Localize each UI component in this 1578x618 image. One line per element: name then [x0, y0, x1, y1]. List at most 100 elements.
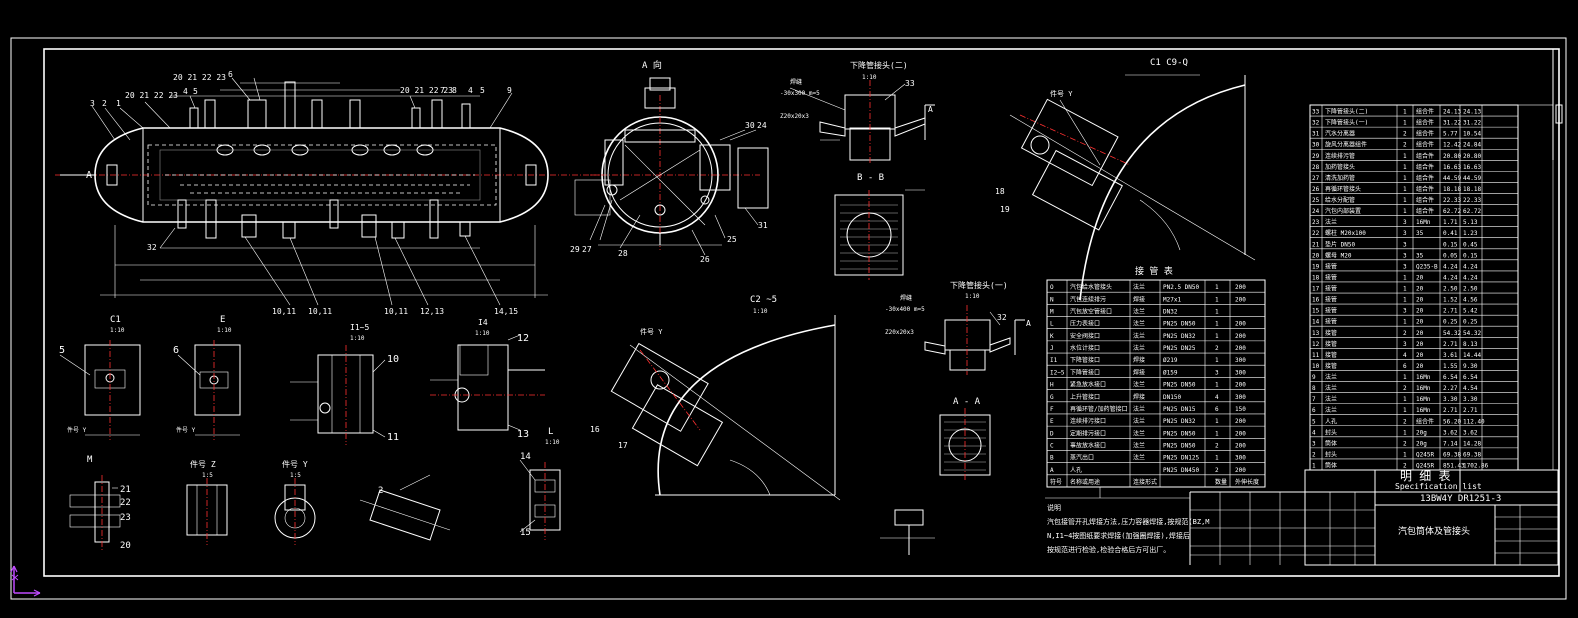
- svg-text:焊缝: 焊缝: [790, 78, 802, 86]
- detail-m: [69, 475, 121, 550]
- svg-text:A: A: [928, 105, 933, 114]
- parts-list-cell: 2.50: [1463, 286, 1478, 293]
- nozzle-table-cell: F: [1050, 406, 1054, 413]
- nozzle-detail-1: [924, 305, 1025, 375]
- parts-list-cell: 0.25: [1463, 319, 1478, 326]
- svg-text:33: 33: [905, 79, 915, 88]
- nozzle-table-cell: 1: [1215, 430, 1219, 437]
- detail-e-label: E: [220, 315, 225, 325]
- parts-list-cell: 接管: [1325, 262, 1337, 270]
- parts-list-cell: 2.71: [1443, 341, 1458, 348]
- parts-list-cell: 1: [1403, 120, 1407, 127]
- parts-list-cell: 20: [1416, 341, 1424, 348]
- parts-list-cell: Q245R: [1416, 463, 1434, 470]
- svg-text:6: 6: [228, 70, 233, 79]
- parts-list-cell: 1: [1403, 186, 1407, 193]
- parts-list-cell: 组合件: [1416, 163, 1434, 171]
- nozzle-table-cell: 法兰: [1133, 381, 1145, 389]
- ucs-icon: [10, 565, 41, 597]
- parts-list-cell: 54.32: [1463, 330, 1481, 337]
- parts-list-cell: 加药管接头: [1325, 163, 1355, 171]
- svg-text:A 向: A 向: [642, 59, 662, 71]
- parts-list-cell: 1: [1403, 407, 1407, 414]
- main-vessel-view: [55, 77, 600, 306]
- nozzle-table-cell: 法兰: [1133, 454, 1145, 462]
- parts-list-cell: 16Mn: [1416, 374, 1431, 381]
- nozzle-table-cell: PN2.5 DN50: [1163, 284, 1200, 291]
- parts-list-cell: 56.20: [1443, 418, 1461, 425]
- drawing-number: 13BW4Y DR1251-3: [1420, 494, 1501, 504]
- svg-text:23: 23: [120, 513, 131, 523]
- parts-list-cell: 旋风分离器组件: [1325, 141, 1367, 149]
- nozzle-table-cell: 名称或用途: [1070, 478, 1100, 486]
- parts-list-cell: 0.41: [1443, 230, 1458, 237]
- svg-text:9: 9: [507, 86, 512, 95]
- nozzle-table-cell: 200: [1235, 333, 1246, 340]
- parts-list-cell: 3: [1403, 341, 1407, 348]
- outer-frame: [10, 37, 1567, 600]
- svg-text:3: 3: [90, 99, 95, 108]
- view-c2-arc: [610, 315, 841, 501]
- section-aa-label: A - A: [953, 397, 981, 407]
- svg-text:17: 17: [618, 441, 628, 450]
- svg-text:件号 Y: 件号 Y: [176, 426, 196, 434]
- nozzle-table-cell: 200: [1235, 467, 1246, 474]
- parts-list-cell: 0.15: [1443, 241, 1458, 248]
- svg-text:10,11: 10,11: [272, 307, 296, 316]
- parts-list-cell: 筒体: [1325, 462, 1337, 470]
- svg-text:4: 4: [183, 87, 188, 96]
- svg-text:C2 ~5: C2 ~5: [750, 295, 777, 305]
- nozzle-table-cell: A: [1050, 467, 1054, 474]
- drawing-name: 汽包筒体及管接头: [1398, 525, 1470, 537]
- nozzle-table-cell: O: [1050, 284, 1054, 291]
- nozzle-table-cell: 焊接: [1133, 368, 1145, 376]
- nozzle-table-title: 接 管 表: [1135, 265, 1173, 277]
- parts-list-cell: 8.13: [1463, 341, 1478, 348]
- nozzle-table-cell: K: [1050, 333, 1054, 340]
- parts-list-cell: 人孔: [1325, 417, 1337, 425]
- parts-list-cell: 1: [1403, 197, 1407, 204]
- parts-list-cell: 4.54: [1463, 385, 1478, 392]
- nozzle-table-cell: G: [1050, 394, 1054, 401]
- parts-list-cell: 1: [1403, 164, 1407, 171]
- nozzle-table-cell: 200: [1235, 382, 1246, 389]
- nozzle-table-cell: 水位计接口: [1070, 344, 1100, 352]
- parts-list-cell: 7.14: [1443, 440, 1458, 447]
- nozzle-table-cell: 1: [1215, 418, 1219, 425]
- parts-list-cell: 7: [1312, 396, 1316, 403]
- parts-list-cell: 3.30: [1463, 396, 1478, 403]
- nozzle-table-cell: 300: [1235, 357, 1246, 364]
- parts-list-cell: 112.40: [1463, 418, 1485, 425]
- svg-text:A: A: [1026, 319, 1031, 328]
- parts-list-cell: 6: [1403, 363, 1407, 370]
- svg-text:A: A: [86, 170, 92, 181]
- nozzle-detail-2-text: 下降管接头(二) 1:10 焊缝 -30x300 m=5 Z20x20x3 33…: [780, 60, 933, 120]
- nozzle-table-cell: PN25 DN50: [1163, 430, 1196, 437]
- parts-list-cell: 32: [1312, 120, 1320, 127]
- parts-list-cell: 3: [1403, 230, 1407, 237]
- parts-list-cell: 封头: [1325, 450, 1337, 458]
- svg-text:32: 32: [147, 243, 157, 252]
- svg-text:1:10: 1:10: [475, 330, 490, 337]
- nozzle-table-cell: 1: [1215, 382, 1219, 389]
- nozzle-table-cell: Ø219: [1163, 357, 1178, 364]
- list-title: 明 细 表: [1400, 469, 1450, 483]
- parts-list-cell: 接管: [1325, 362, 1337, 370]
- svg-text:6: 6: [173, 345, 179, 356]
- parts-list-cell: 31.22: [1443, 120, 1461, 127]
- nozzle-table-cell: 200: [1235, 345, 1246, 352]
- svg-text:20 21 22 23: 20 21 22 23: [400, 86, 453, 95]
- parts-list-cell: 9.30: [1463, 363, 1478, 370]
- parts-list-cell: 筒体: [1325, 439, 1337, 447]
- parts-list-cell: 20: [1416, 319, 1424, 326]
- svg-text:19: 19: [1000, 205, 1010, 214]
- parts-list-cell: 2: [1403, 131, 1407, 138]
- parts-list-cell: 1.23: [1463, 230, 1478, 237]
- parts-list-cell: 31: [1312, 131, 1320, 138]
- nozzle-table-cell: PN25 DN50: [1163, 321, 1196, 328]
- parts-list-cell: 1.71: [1443, 219, 1458, 226]
- parts-list-cell: 法兰: [1325, 384, 1337, 392]
- parts-list-cell: 3.30: [1443, 396, 1458, 403]
- parts-list-cell: 2: [1312, 451, 1316, 458]
